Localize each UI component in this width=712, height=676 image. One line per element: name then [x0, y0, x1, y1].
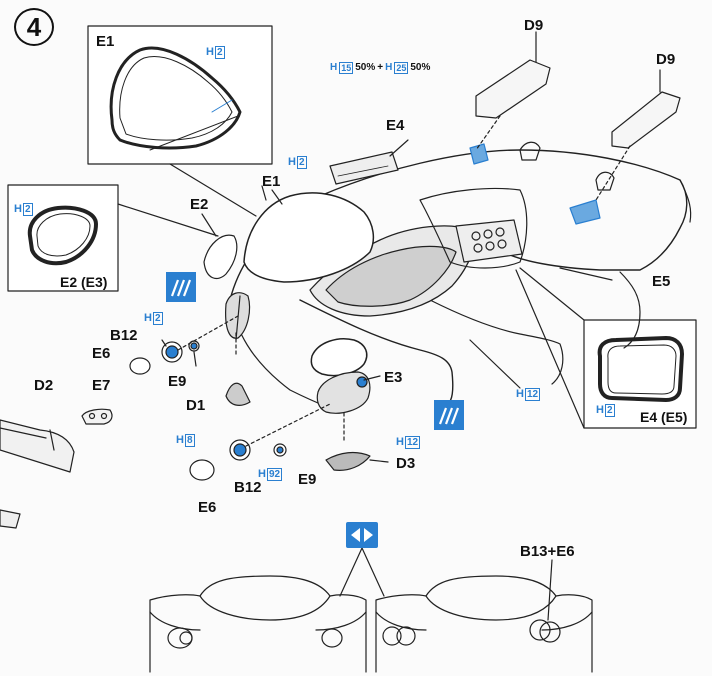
label-e4: E4: [386, 117, 405, 134]
label-e3: E3: [384, 369, 403, 386]
swap-arrows-icon: [346, 522, 378, 548]
label-e1-inset: E1: [96, 33, 115, 50]
e1-inset-box: [87, 25, 273, 165]
label-b12-b: B12: [234, 479, 262, 496]
label-e2-inset: E2 (E3): [60, 274, 108, 290]
label-e7: E7: [92, 377, 111, 394]
d1-part: [225, 382, 251, 406]
label-e9-a: E9: [168, 373, 187, 390]
label-e1: E1: [262, 173, 281, 190]
e7-part: [81, 408, 113, 425]
decal-icon: [434, 400, 464, 430]
e2-lens: [203, 234, 238, 280]
decal-icon: [166, 272, 196, 302]
e4-part: [329, 151, 399, 185]
d9-fin-2: [611, 91, 681, 149]
label-d1: D1: [186, 397, 206, 414]
label-d9-b: D9: [656, 51, 676, 68]
e5-engine-cover: [455, 219, 523, 263]
label-e4-inset: E4 (E5): [640, 409, 688, 425]
label-b13-e6: B13+E6: [520, 543, 575, 560]
d3-part: [325, 451, 371, 471]
label-d2: D2: [34, 377, 54, 394]
e2-inset-box: [7, 184, 119, 292]
e1-windshield-part: [109, 46, 242, 150]
label-e6-b: E6: [198, 499, 217, 516]
e1-windshield: [243, 192, 375, 283]
d9-fin-1: [475, 59, 551, 119]
label-e9-b: E9: [298, 471, 317, 488]
e3-lens: [310, 338, 368, 377]
label-b12-a: B12: [110, 327, 138, 344]
d2-part: [0, 419, 75, 473]
label-e5: E5: [652, 273, 671, 290]
label-e2: E2: [190, 196, 209, 213]
step-number: 4: [14, 8, 54, 46]
label-d9-a: D9: [524, 17, 544, 34]
label-d3: D3: [396, 455, 416, 472]
label-e6-a: E6: [92, 345, 111, 362]
